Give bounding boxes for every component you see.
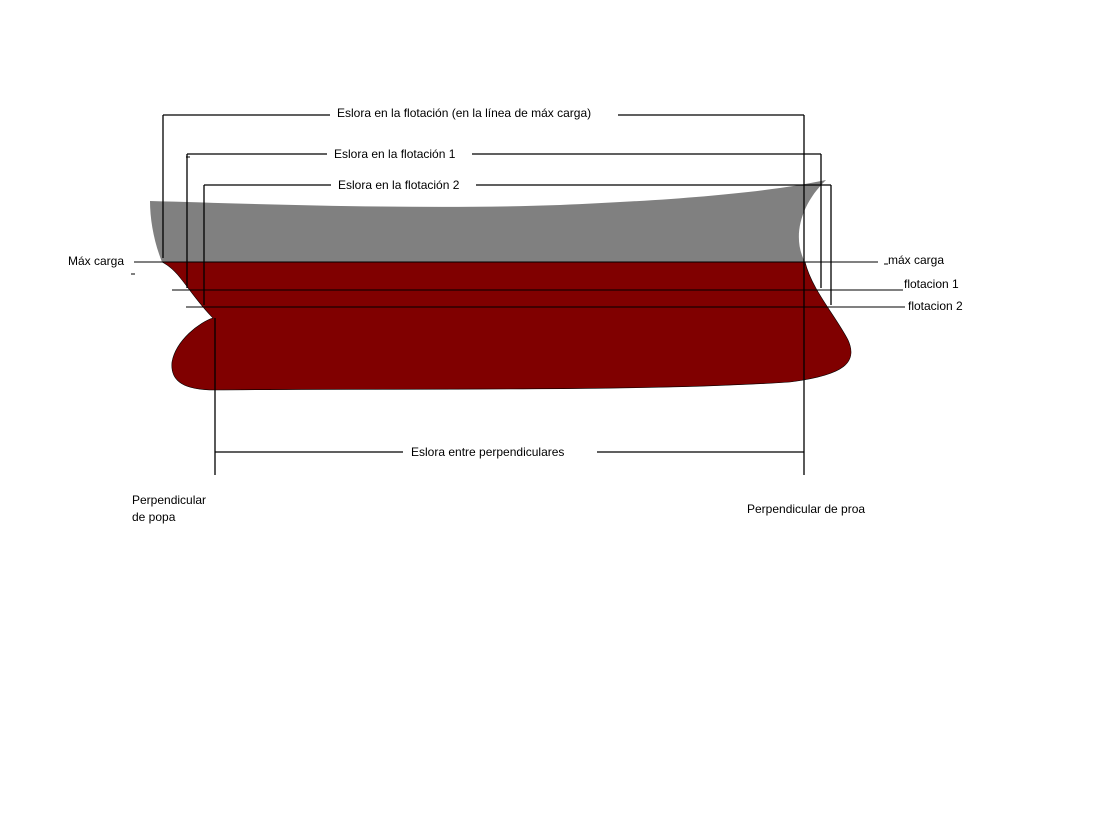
label-max-load-left: Máx carga: [68, 254, 124, 268]
dimension-loa-max-load: [162, 114, 805, 258]
dimension-waterline-length-1: [186, 153, 822, 288]
label-aft-perpendicular-2: de popa: [132, 510, 176, 524]
label-waterline-length-2: Eslora en la flotación 2: [338, 178, 460, 192]
label-aft-perpendicular-1: Perpendicular: [132, 493, 206, 507]
label-waterline-2: flotacion 2: [908, 299, 963, 313]
label-max-load-right: máx carga: [888, 253, 944, 267]
label-waterline-length-1: Eslora en la flotación 1: [334, 147, 456, 161]
label-lpp: Eslora entre perpendiculares: [411, 445, 564, 459]
label-fwd-perpendicular: Perpendicular de proa: [747, 502, 865, 516]
label-loa-max-load: Eslora en la flotación (en la línea de m…: [337, 106, 591, 120]
dimension-waterline-length-2: [203, 184, 832, 305]
label-waterline-1: flotacion 1: [904, 277, 959, 291]
hull-underwater-body: [161, 261, 852, 391]
hull-freeboard-body: [150, 180, 826, 262]
